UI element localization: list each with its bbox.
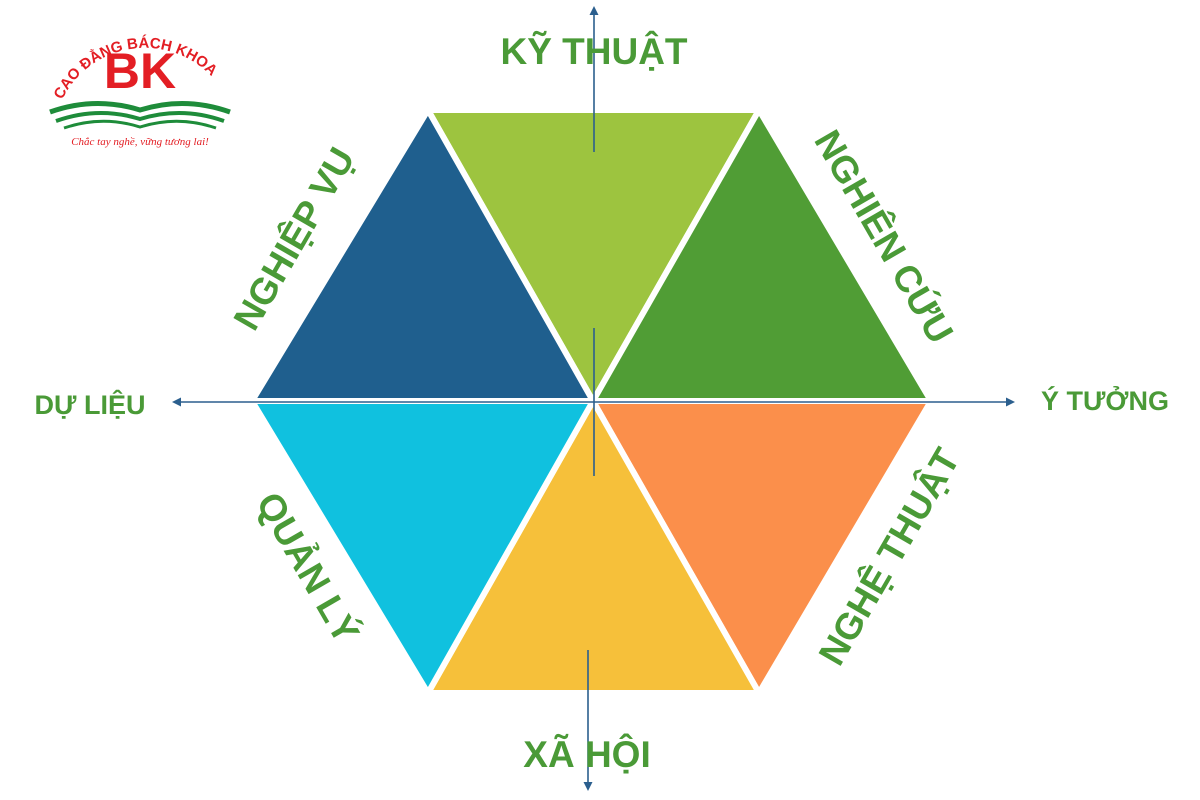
segment-nghiep-vu xyxy=(246,104,599,404)
arrow-up-icon xyxy=(589,6,599,15)
school-logo: CAO ĐẲNG BÁCH KHOA BK Chắc tay nghề, vữn… xyxy=(49,35,231,148)
axis-label-left: DỰ LIỆU xyxy=(35,389,146,420)
open-book-icon xyxy=(49,101,231,130)
arrow-down-icon xyxy=(583,782,593,791)
axis-label-top: KỸ THUẬT xyxy=(500,30,687,72)
axes xyxy=(172,6,1015,791)
logo-bk-mark: BK xyxy=(104,43,176,99)
axis-label-bottom: XÃ HỘI xyxy=(523,733,650,775)
axis-label-right: Ý TƯỞNG xyxy=(1041,384,1169,416)
arrow-left-icon xyxy=(172,397,181,407)
logo-slogan: Chắc tay nghề, vững tương lai! xyxy=(71,136,209,148)
hexagon-segments xyxy=(246,104,937,699)
arrow-right-icon xyxy=(1006,397,1015,407)
